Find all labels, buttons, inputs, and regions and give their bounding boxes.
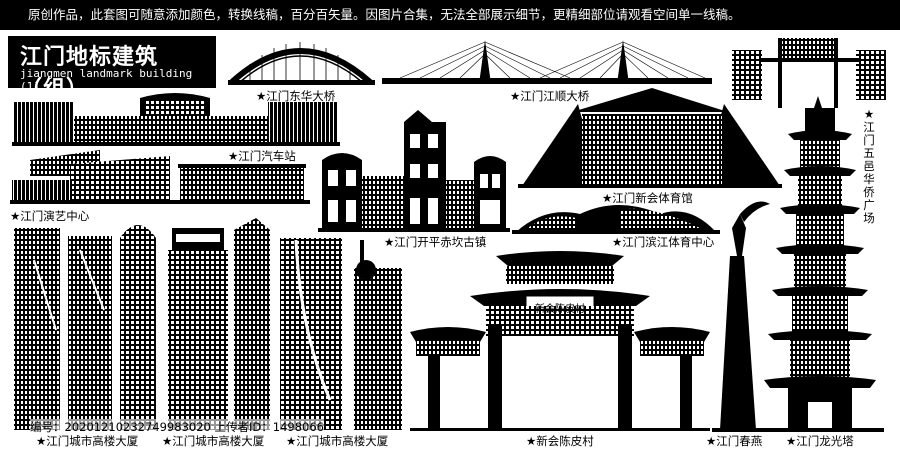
label-chikan-town: ★江门开平赤坎古镇 — [384, 235, 487, 249]
wuyi-plaza-gate-drawing — [732, 38, 886, 108]
label-performing-arts: ★江门演艺中心 — [10, 209, 90, 223]
label-binjiang-sports: ★江门滨江体育中心 — [612, 235, 715, 249]
longguang-pagoda-drawing — [760, 96, 884, 432]
banner-text: 原创作品，此套图可随意添加颜色，转换线稿，百分百矢量。因图片合集，无法全部展示细… — [28, 7, 741, 22]
label-donghua-bridge: ★江门东华大桥 — [256, 89, 336, 103]
chenpi-gate-drawing — [410, 251, 710, 431]
label-chunyan: ★江门春燕 — [706, 434, 763, 448]
label-longguang-pagoda: ★江门龙光塔 — [786, 434, 854, 448]
footer-uploader-label: 上传者ID： — [214, 420, 273, 434]
title-box: 江门地标建筑（组） jiangmen landmark building (1) — [8, 36, 216, 102]
xinhui-stadium-drawing — [518, 88, 782, 188]
bus-station-drawing — [12, 93, 340, 146]
page-subtitle: jiangmen landmark building (1) — [20, 67, 193, 93]
page-title: 江门地标建筑（组） — [20, 45, 159, 102]
footer-uploader-value: 1498066 — [272, 420, 324, 434]
performing-arts-drawing — [10, 150, 310, 204]
label-city-tower-2: ★江门城市高楼大厦 — [162, 434, 265, 448]
footer-id-value: 20201210232749983020 — [64, 420, 211, 434]
footer-id-label: 编号： — [30, 420, 65, 434]
donghua-bridge-drawing — [228, 42, 375, 85]
label-bus-station: ★江门汽车站 — [228, 149, 296, 163]
top-banner: 原创作品，此套图可随意添加颜色，转换线稿，百分百矢量。因图片合集，无法全部展示细… — [0, 0, 900, 30]
gate-plaque-text: 新会陈皮村 — [535, 304, 585, 315]
city-towers-drawing — [14, 218, 402, 430]
label-xinhui-stadium: ★江门新会体育馆 — [602, 191, 693, 205]
binjiang-sports-drawing — [512, 205, 720, 234]
footer-id-line: 编号：20201210232749983020 上传者ID：1498066 — [30, 419, 324, 435]
label-city-tower-1: ★江门城市高楼大厦 — [36, 434, 139, 448]
label-jiangshun-bridge: ★江门江顺大桥 — [510, 89, 590, 103]
chunyan-statue-drawing — [712, 201, 770, 432]
jiangshun-bridge-drawing — [382, 40, 712, 84]
label-chenpi-village: ★新会陈皮村 — [526, 434, 594, 448]
label-wuyi-plaza: ★江门五邑华侨广场 — [863, 107, 875, 225]
chikan-town-drawing — [318, 110, 510, 232]
label-city-tower-3: ★江门城市高楼大厦 — [286, 434, 389, 448]
